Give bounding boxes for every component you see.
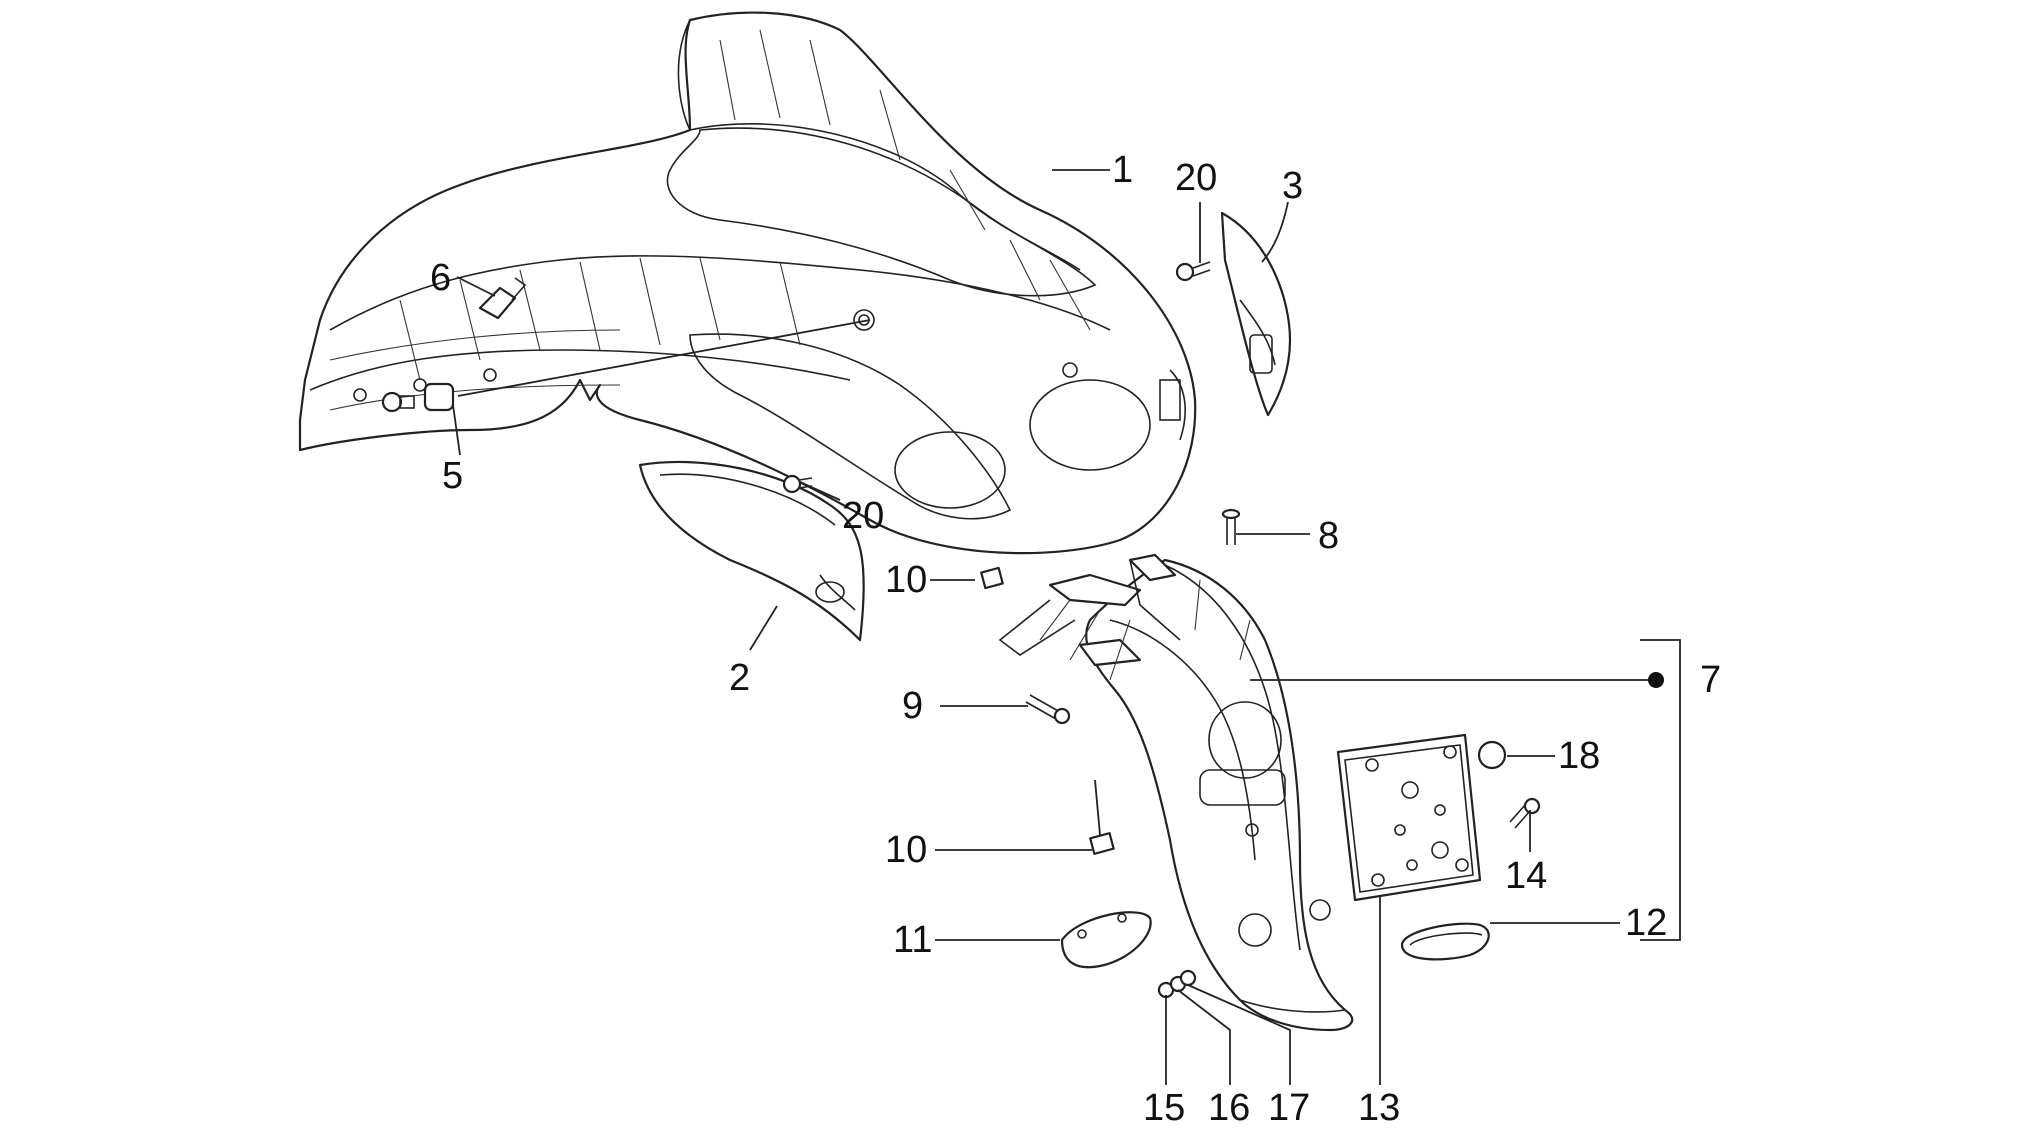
label-17: 17 bbox=[1268, 1087, 1310, 1129]
part-plate-bracket bbox=[1336, 733, 1482, 902]
part-screw-5 bbox=[381, 391, 403, 413]
part-screw-8 bbox=[1221, 508, 1241, 545]
hardware-screws bbox=[381, 261, 1541, 999]
label-3: 3 bbox=[1282, 165, 1303, 207]
part-reflector-12 bbox=[1400, 922, 1490, 961]
part-rubber-cap bbox=[1477, 740, 1507, 770]
label-20b: 20 bbox=[842, 495, 884, 537]
leader-lines bbox=[452, 169, 1681, 1085]
label-8: 8 bbox=[1318, 515, 1339, 557]
part-clip-nut-10a bbox=[980, 566, 1004, 590]
label-9: 9 bbox=[902, 685, 923, 727]
label-6: 6 bbox=[430, 257, 451, 299]
part-front-cover bbox=[298, 11, 1197, 555]
label-2: 2 bbox=[729, 657, 750, 699]
label-1: 1 bbox=[1112, 149, 1133, 191]
part-screw-20b bbox=[782, 474, 813, 494]
label-12: 12 bbox=[1625, 902, 1667, 944]
label-14: 14 bbox=[1505, 855, 1547, 897]
label-20a: 20 bbox=[1175, 157, 1217, 199]
part-reflector-11 bbox=[1060, 911, 1152, 969]
part-right-side-trim bbox=[1220, 211, 1292, 417]
label-13: 13 bbox=[1358, 1087, 1400, 1129]
label-5: 5 bbox=[442, 455, 463, 497]
label-11: 11 bbox=[893, 919, 932, 961]
label-16: 16 bbox=[1208, 1087, 1250, 1129]
part-screw-9 bbox=[1025, 694, 1071, 725]
assembly-marker-dot bbox=[1648, 672, 1664, 688]
label-18: 18 bbox=[1558, 735, 1600, 777]
part-screw-20a bbox=[1175, 261, 1211, 282]
part-clip-nut-10b bbox=[1089, 832, 1115, 855]
label-10b: 10 bbox=[885, 829, 927, 871]
part-screw-14 bbox=[1509, 797, 1541, 829]
part-rear-mudguard bbox=[998, 553, 1354, 1032]
label-7: 7 bbox=[1700, 659, 1721, 701]
label-15: 15 bbox=[1143, 1087, 1185, 1129]
label-10a: 10 bbox=[885, 559, 927, 601]
part-spacer-5 bbox=[423, 382, 455, 412]
part-washer-17 bbox=[1179, 969, 1197, 987]
part-left-lower-trim bbox=[638, 460, 865, 642]
callout-labels: 1 20 3 6 5 20 8 10 2 9 7 18 10 14 11 12 … bbox=[430, 149, 1721, 1129]
